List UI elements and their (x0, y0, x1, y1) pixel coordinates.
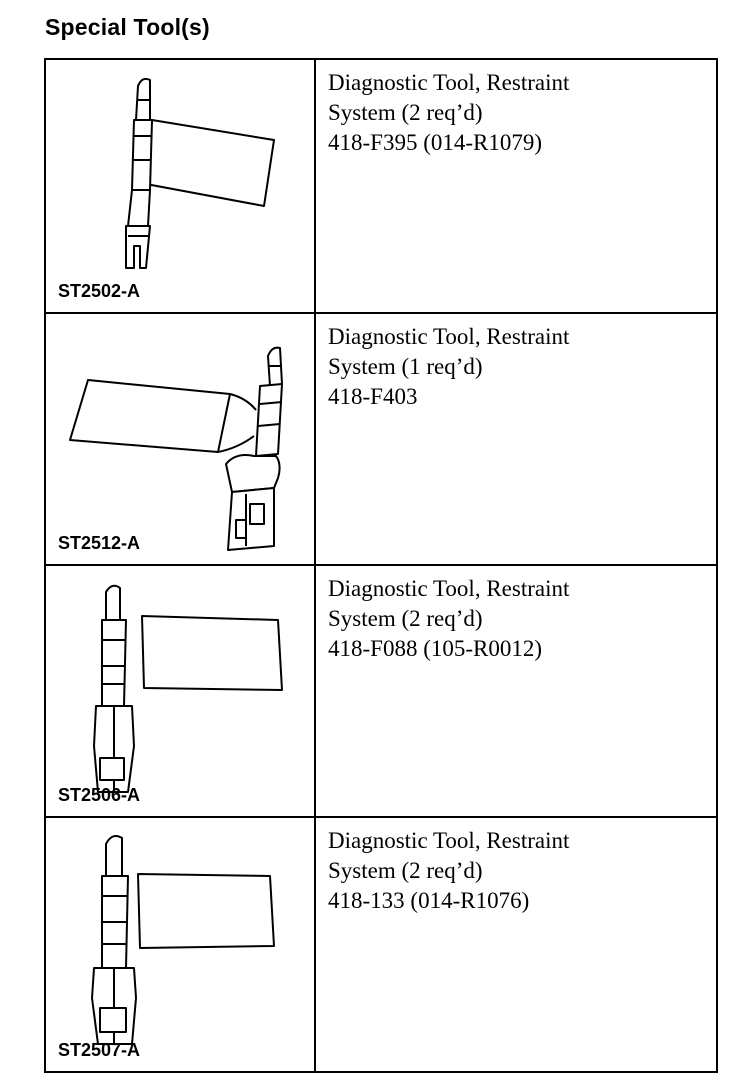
special-tools-table: ST2502-A Diagnostic Tool, Restraint Syst… (44, 58, 718, 1073)
tool-quantity-line: System (2 req’d) (328, 100, 483, 125)
tool-description: Diagnostic Tool, Restraint System (2 req… (316, 60, 716, 312)
tool-part-number: 418-F403 (328, 384, 418, 409)
tool-name-line: Diagnostic Tool, Restraint (328, 576, 570, 601)
tool-illustration-st2512 (69, 346, 283, 551)
tool-image-cell: ST2512-A (46, 314, 316, 564)
tool-illustration-st2507 (91, 835, 275, 1045)
tool-illustration-st2506 (93, 584, 283, 793)
tool-row-st2502: ST2502-A Diagnostic Tool, Restraint Syst… (46, 60, 716, 314)
tool-quantity-line: System (2 req’d) (328, 606, 483, 631)
tool-description: Diagnostic Tool, Restraint System (2 req… (316, 566, 716, 816)
tool-quantity-line: System (1 req’d) (328, 354, 483, 379)
tool-part-number: 418-133 (014-R1076) (328, 888, 530, 913)
tool-part-number: 418-F088 (105-R0012) (328, 636, 543, 661)
tool-description: Diagnostic Tool, Restraint System (2 req… (316, 818, 716, 1071)
page-title: Special Tool(s) (45, 14, 210, 40)
tool-quantity-line: System (2 req’d) (328, 858, 483, 883)
tool-row-st2507: ST2507-A Diagnostic Tool, Restraint Syst… (46, 818, 716, 1071)
tool-image-cell: ST2506-A (46, 566, 316, 816)
tool-code: ST2507-A (58, 1040, 141, 1060)
tool-row-st2506: ST2506-A Diagnostic Tool, Restraint Syst… (46, 566, 716, 818)
tool-description: Diagnostic Tool, Restraint System (1 req… (316, 314, 716, 564)
tool-illustration-st2502 (125, 77, 275, 269)
tool-code: ST2506-A (58, 785, 141, 805)
tool-name-line: Diagnostic Tool, Restraint (328, 828, 570, 853)
tool-image-cell: ST2502-A (46, 60, 316, 312)
tool-image-cell: ST2507-A (46, 818, 316, 1071)
tool-code: ST2502-A (58, 281, 141, 301)
tool-name-line: Diagnostic Tool, Restraint (328, 324, 570, 349)
tool-part-number: 418-F395 (014-R1079) (328, 130, 543, 155)
tool-name-line: Diagnostic Tool, Restraint (328, 70, 570, 95)
tool-row-st2512: ST2512-A Diagnostic Tool, Restraint Syst… (46, 314, 716, 566)
tool-code: ST2512-A (58, 533, 141, 553)
